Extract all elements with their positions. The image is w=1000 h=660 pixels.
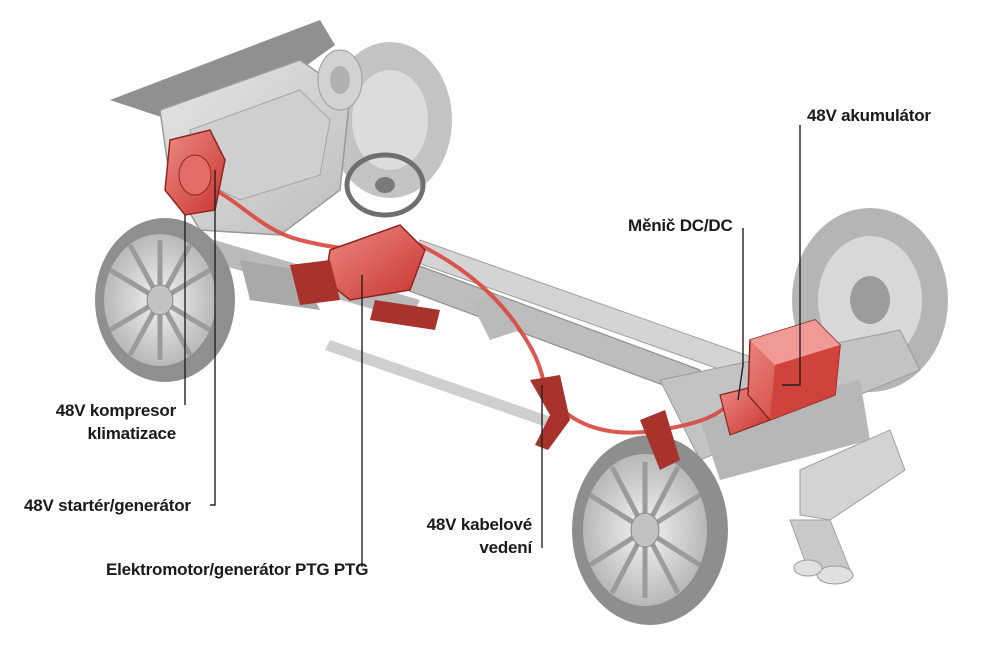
ptg-motor-generator xyxy=(290,224,440,330)
label-ac-compressor: 48V kompresor klimatizace xyxy=(28,399,176,445)
rear-right-wheel xyxy=(572,435,728,625)
battery-48v xyxy=(747,319,841,421)
exhaust xyxy=(789,429,906,585)
label-starter-generator: 48V startér/generátor xyxy=(24,496,191,515)
leader-menic xyxy=(737,228,744,401)
label-48v-cable: 48V kabelové vedení xyxy=(400,513,533,559)
leader-lines xyxy=(184,125,801,567)
front-left-wheel xyxy=(95,218,235,382)
leader-startgen xyxy=(210,170,216,506)
steering-wheel xyxy=(344,152,426,218)
48v-cable-bracket xyxy=(530,375,680,470)
engine-block xyxy=(110,20,363,236)
label-48v-cable-line1: 48V kabelové xyxy=(426,515,533,534)
label-ac-compressor-line2: klimatizace xyxy=(87,424,176,443)
leader-akumulator xyxy=(782,125,801,386)
starter-generator-48v xyxy=(164,129,226,216)
label-battery-48v: 48V akumulátor xyxy=(807,106,931,125)
label-ptg-motor-generator: Elektromotor/generátor PTG PTG xyxy=(106,560,369,579)
label-ac-compressor-line1: 48V kompresor xyxy=(55,401,176,420)
label-dcdc-converter: Měnič DC/DC xyxy=(628,216,733,235)
label-48v-cable-line2: vedení xyxy=(479,538,532,557)
